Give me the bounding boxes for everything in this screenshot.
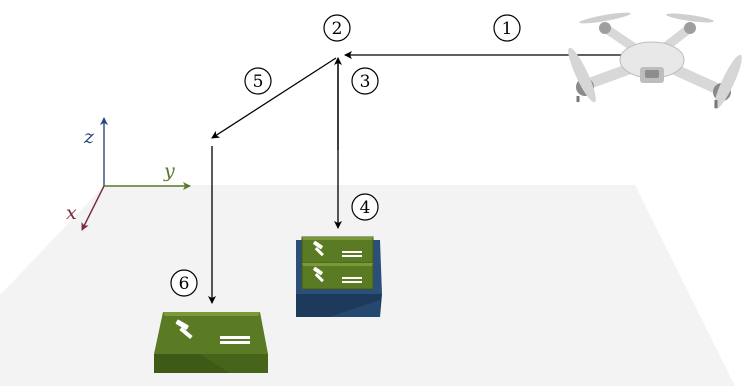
x-axis-label: x (66, 202, 77, 224)
step-label-1: 1 (493, 14, 521, 42)
svg-text:5: 5 (253, 72, 264, 92)
stacked-box-pallet (296, 236, 382, 317)
z-axis-label: z (83, 126, 95, 148)
drone-icon (568, 12, 742, 110)
svg-text:3: 3 (360, 72, 371, 92)
x-axis (81, 185, 105, 231)
svg-text:2: 2 (332, 19, 343, 39)
step-label-6: 6 (170, 269, 198, 297)
step-label-3: 3 (351, 67, 379, 95)
flight-path (208, 51, 625, 304)
y-axis-label: y (163, 160, 175, 182)
screw-icon (313, 240, 324, 257)
svg-text:1: 1 (502, 19, 513, 39)
step-label-2: 2 (323, 14, 351, 42)
step-labels: 1 2 3 4 5 6 (170, 14, 521, 297)
screw-icon (175, 319, 193, 340)
svg-text:4: 4 (360, 198, 371, 218)
step-label-5: 5 (244, 67, 272, 95)
single-box-pallet (154, 312, 268, 373)
screw-icon (313, 266, 324, 283)
coordinate-axes: z y x (66, 117, 191, 231)
svg-text:6: 6 (179, 274, 190, 294)
step-label-4: 4 (351, 193, 379, 221)
arrow-step-5 (211, 57, 337, 139)
